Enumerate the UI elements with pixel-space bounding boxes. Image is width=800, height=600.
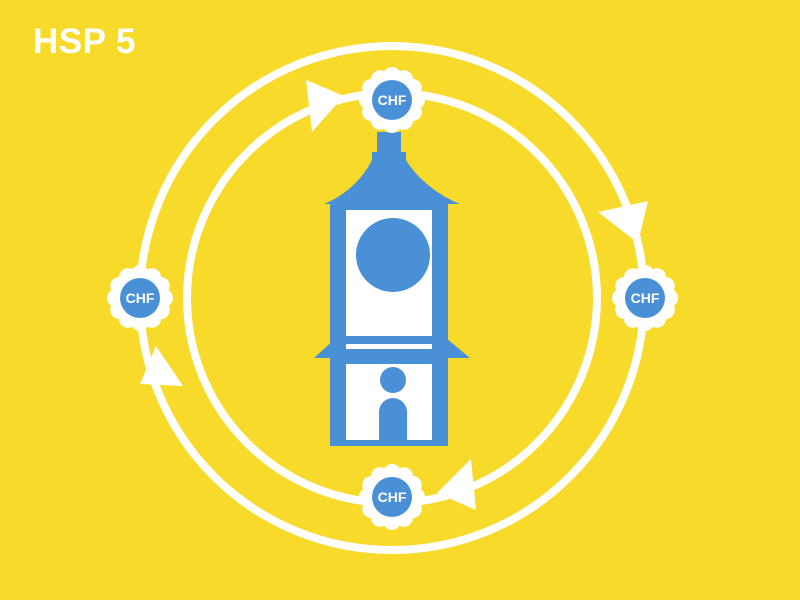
- arrowhead-icon: [306, 80, 344, 132]
- chf-coin-icon: CHF: [359, 464, 425, 530]
- coin-label: CHF: [631, 290, 660, 306]
- page-title: HSP 5: [33, 22, 137, 61]
- arrowhead-icon: [140, 346, 183, 386]
- arrowhead-icon: [437, 459, 476, 510]
- chf-coin-icon: CHF: [612, 265, 678, 331]
- chf-coin-icon: CHF: [359, 67, 425, 133]
- arrowhead-icon: [598, 201, 648, 243]
- chf-coin-icon: CHF: [107, 265, 173, 331]
- coin-label: CHF: [378, 489, 407, 505]
- coins-layer: CHF CHF CHF CHF: [107, 67, 678, 530]
- coin-label: CHF: [126, 290, 155, 306]
- coin-label: CHF: [378, 92, 407, 108]
- clock-tower-icon: [314, 132, 470, 446]
